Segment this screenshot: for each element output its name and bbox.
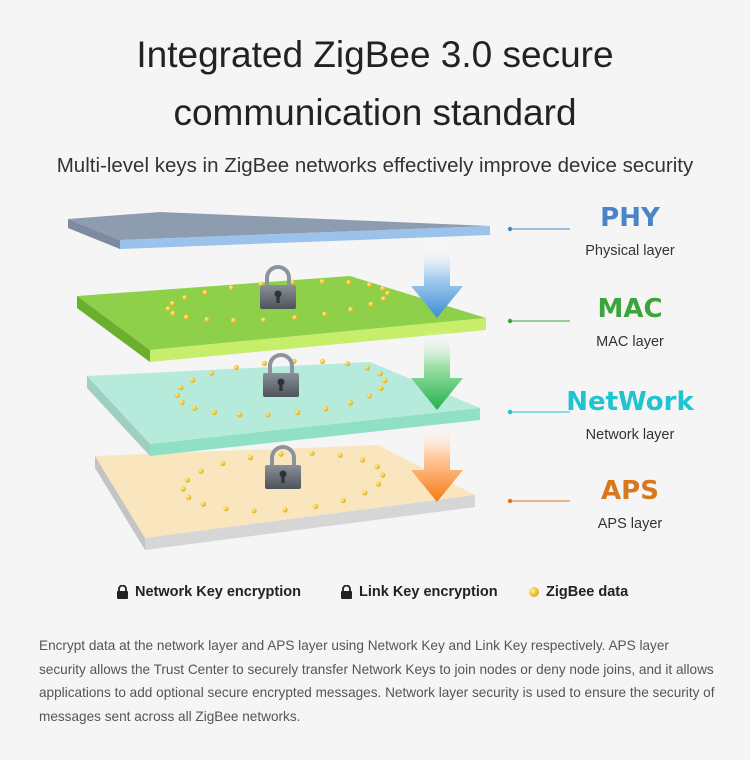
phy-plate <box>68 212 490 249</box>
zigbee-data-dot <box>192 406 197 411</box>
zigbee-data-dot <box>322 312 327 317</box>
zigbee-data-dot <box>265 412 270 417</box>
zigbee-data-dot <box>171 311 176 316</box>
zigbee-data-dot <box>184 315 189 320</box>
zigbee-data-dot <box>346 280 351 285</box>
phy-label: PHY Physical layer <box>555 203 705 259</box>
zigbee-data-dot <box>179 400 184 405</box>
zigbee-data-dot <box>178 385 183 390</box>
aps-code: APS <box>555 476 705 506</box>
lock-icon <box>260 267 296 309</box>
description-paragraph: Encrypt data at the network layer and AP… <box>39 634 715 728</box>
zigbee-dot-icon <box>528 586 540 598</box>
zigbee-data-dot <box>309 451 314 456</box>
legend-network-key: Network Key encryption <box>116 584 301 600</box>
network-label: NetWork Network layer <box>555 387 705 443</box>
legend-link-key-label: Link Key encryption <box>359 584 498 600</box>
zigbee-data-dot <box>323 406 328 411</box>
zigbee-data-dot <box>205 317 210 322</box>
zigbee-data-dot <box>367 282 372 287</box>
zigbee-data-dot <box>379 386 384 391</box>
title-line-2: communication standard <box>0 84 750 142</box>
zigbee-data-dot <box>212 410 217 415</box>
zigbee-data-dot <box>223 506 228 511</box>
zigbee-data-dot <box>380 286 385 291</box>
zigbee-data-dot <box>313 504 318 509</box>
zigbee-data-dot <box>380 472 385 477</box>
mac-code: MAC <box>555 294 705 324</box>
zigbee-data-dot <box>278 452 283 457</box>
aps-name: APS layer <box>555 516 705 532</box>
legend-link-key: Link Key encryption <box>340 584 498 600</box>
zigbee-data-dot <box>320 279 325 284</box>
zigbee-data-dot <box>295 410 300 415</box>
zigbee-data-dot <box>251 508 256 513</box>
zigbee-data-dot <box>292 315 297 320</box>
zigbee-data-dot <box>186 495 191 500</box>
zigbee-data-dot <box>199 469 204 474</box>
zigbee-data-dot <box>385 291 390 296</box>
zigbee-data-dot <box>365 365 370 370</box>
zigbee-data-dot <box>368 302 373 307</box>
zigbee-data-dot <box>237 412 242 417</box>
title-line-1: Integrated ZigBee 3.0 secure <box>0 26 750 84</box>
mac-label: MAC MAC layer <box>555 294 705 350</box>
zigbee-data-dot <box>375 464 380 469</box>
zigbee-data-dot <box>320 359 325 364</box>
zigbee-data-dot <box>231 318 236 323</box>
network-name: Network layer <box>555 427 705 443</box>
mac-name: MAC layer <box>555 334 705 350</box>
zigbee-data-dot <box>175 393 180 398</box>
legend-zigbee-data-label: ZigBee data <box>546 584 628 600</box>
zigbee-data-dot <box>190 378 195 383</box>
zigbee-data-dot <box>185 477 190 482</box>
zigbee-data-dot <box>262 361 267 366</box>
zigbee-data-dot <box>348 307 353 312</box>
zigbee-data-dot <box>209 371 214 376</box>
phy-code: PHY <box>555 203 705 233</box>
zigbee-data-dot <box>360 457 365 462</box>
zigbee-data-dot <box>248 455 253 460</box>
zigbee-data-dot <box>181 486 186 491</box>
network-code: NetWork <box>555 387 705 417</box>
zigbee-data-dot <box>348 400 353 405</box>
zigbee-data-dot <box>381 296 386 301</box>
aps-label: APS APS layer <box>555 476 705 532</box>
zigbee-data-dot <box>338 453 343 458</box>
zigbee-data-dot <box>234 365 239 370</box>
phy-name: Physical layer <box>555 243 705 259</box>
zigbee-data-dot <box>166 306 171 311</box>
zigbee-data-dot <box>182 295 187 300</box>
zigbee-data-dot <box>377 371 382 376</box>
zigbee-data-dot <box>201 502 206 507</box>
zigbee-data-dot <box>382 378 387 383</box>
page-title: Integrated ZigBee 3.0 secure communicati… <box>0 26 750 142</box>
zigbee-data-dot <box>367 393 372 398</box>
legend-zigbee-data: ZigBee data <box>528 584 628 600</box>
zigbee-data-dot <box>341 498 346 503</box>
zigbee-data-dot <box>170 301 175 306</box>
zigbee-data-dot <box>282 507 287 512</box>
lock-icon <box>116 585 129 599</box>
lock-icon <box>340 585 353 599</box>
zigbee-data-dot <box>261 317 266 322</box>
zigbee-data-dot <box>220 461 225 466</box>
zigbee-data-dot <box>229 285 234 290</box>
aps-plate <box>95 445 475 550</box>
zigbee-data-dot <box>345 361 350 366</box>
zigbee-data-dot <box>362 490 367 495</box>
page-subtitle: Multi-level keys in ZigBee networks effe… <box>0 154 750 178</box>
zigbee-data-dot <box>203 290 208 295</box>
zigbee-data-dot <box>376 481 381 486</box>
legend-network-key-label: Network Key encryption <box>135 584 301 600</box>
